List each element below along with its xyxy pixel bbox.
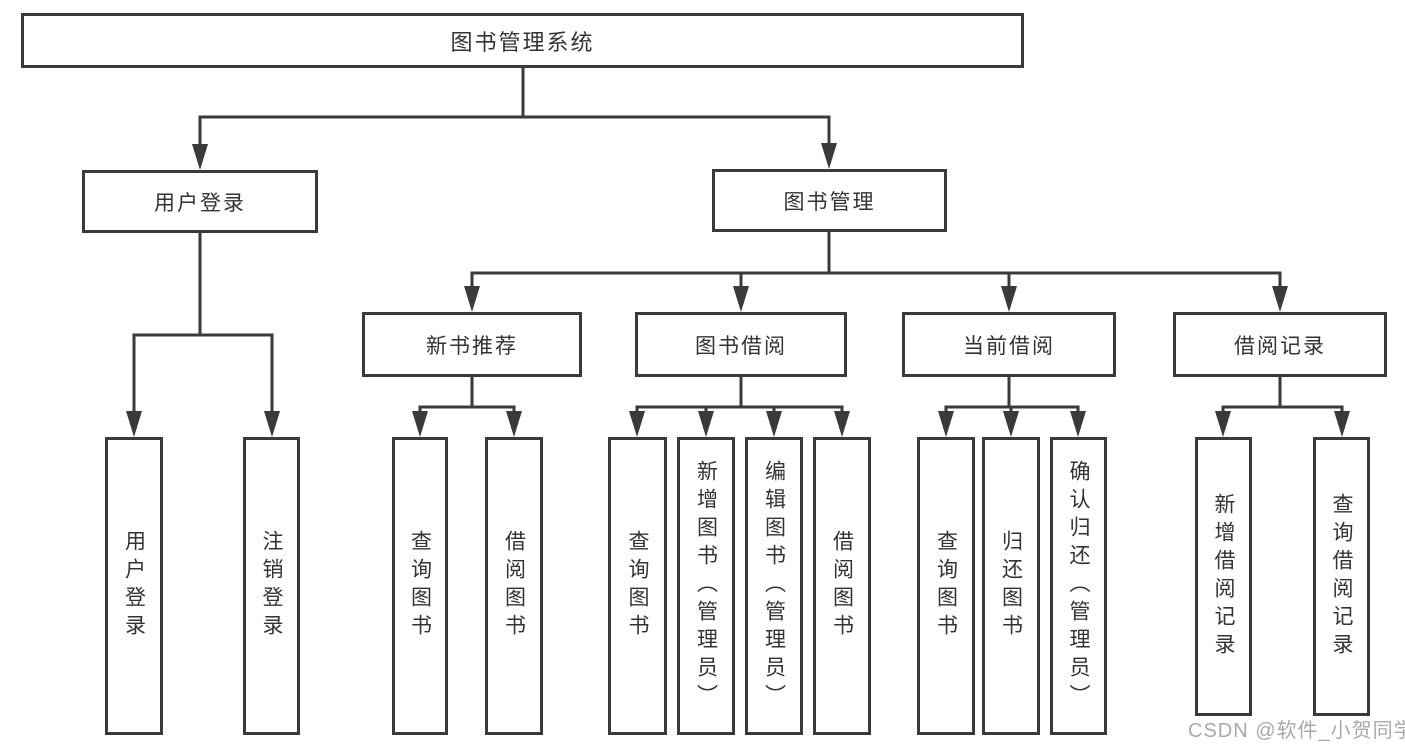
node-current-borrow: 当前借阅 <box>902 312 1116 377</box>
node-user-login-label: 用户登录 <box>154 191 246 215</box>
node-root-system-label: 图书管理系统 <box>450 29 595 55</box>
leaf-query-book-current: 查询图书 <box>917 437 975 735</box>
leaf-query-book-recommend: 查询图书 <box>392 437 448 735</box>
leaf-add-book-admin-label: 新增图书（管理员） <box>694 460 718 712</box>
leaf-add-borrow-record: 新增借阅记录 <box>1195 437 1252 716</box>
leaf-borrow-book: 借阅图书 <box>813 437 871 735</box>
node-borrow-records-label: 借阅记录 <box>1234 334 1326 358</box>
node-borrow-records: 借阅记录 <box>1173 312 1387 377</box>
leaf-return-book: 归还图书 <box>982 437 1040 735</box>
leaf-query-book-borrow: 查询图书 <box>608 437 667 735</box>
leaf-add-borrow-record-label: 新增借阅记录 <box>1212 492 1236 661</box>
leaf-logout-label: 注销登录 <box>260 530 284 642</box>
leaf-confirm-return-admin: 确认归还（管理员） <box>1050 437 1107 735</box>
leaf-logout: 注销登录 <box>243 437 300 735</box>
node-root-system: 图书管理系统 <box>21 13 1024 68</box>
node-book-management-label: 图书管理 <box>783 190 876 214</box>
leaf-edit-book-admin-label: 编辑图书（管理员） <box>762 460 786 712</box>
leaf-query-book-recommend-label: 查询图书 <box>408 530 432 642</box>
node-new-book-recommend: 新书推荐 <box>362 312 582 377</box>
node-user-login: 用户登录 <box>82 170 318 233</box>
node-book-management: 图书管理 <box>712 169 947 232</box>
node-current-borrow-label: 当前借阅 <box>963 334 1055 358</box>
node-new-book-recommend-label: 新书推荐 <box>426 334 518 358</box>
csdn-watermark: CSDN @软件_小贺同学 <box>1188 720 1405 742</box>
leaf-query-book-current-label: 查询图书 <box>934 530 958 642</box>
leaf-user-login: 用户登录 <box>105 437 163 735</box>
leaf-confirm-return-admin-label: 确认归还（管理员） <box>1067 460 1091 712</box>
leaf-query-book-borrow-label: 查询图书 <box>626 530 650 642</box>
leaf-query-borrow-record: 查询借阅记录 <box>1313 437 1370 716</box>
node-book-borrow: 图书借阅 <box>635 312 847 377</box>
leaf-return-book-label: 归还图书 <box>999 530 1023 642</box>
leaf-edit-book-admin: 编辑图书（管理员） <box>745 437 803 735</box>
leaf-borrow-book-recommend: 借阅图书 <box>485 437 543 735</box>
leaf-borrow-book-label: 借阅图书 <box>830 530 854 642</box>
leaf-add-book-admin: 新增图书（管理员） <box>677 437 735 735</box>
leaf-user-login-label: 用户登录 <box>122 530 146 642</box>
node-book-borrow-label: 图书借阅 <box>695 334 787 358</box>
leaf-borrow-book-recommend-label: 借阅图书 <box>502 530 526 642</box>
leaf-query-borrow-record-label: 查询借阅记录 <box>1330 492 1354 661</box>
